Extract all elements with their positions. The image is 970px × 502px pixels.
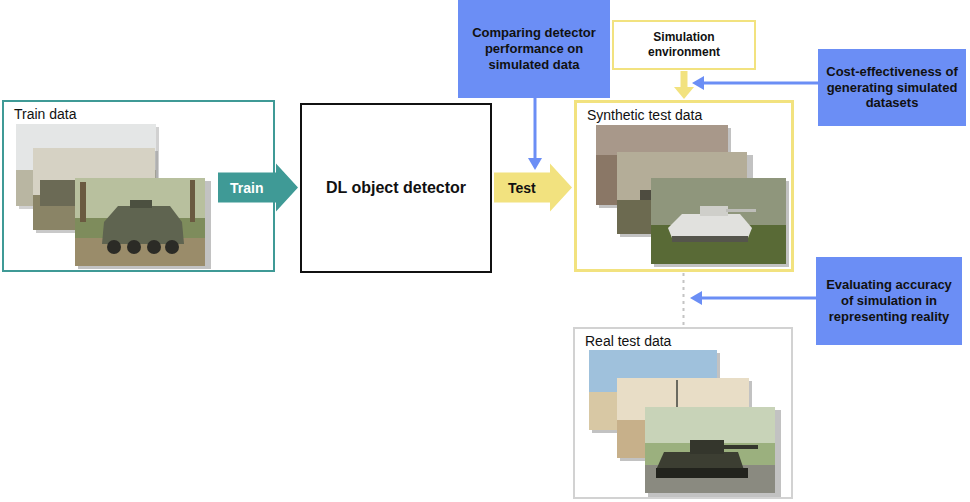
- synthetic-thumbnails: [596, 125, 789, 267]
- box-label: Comparing detector performance on simula…: [465, 25, 603, 73]
- callout-box: Evaluating accuracy of simulation in rep…: [816, 257, 962, 345]
- data-panel: Synthetic test data: [574, 100, 794, 272]
- connector-arrow: [218, 164, 298, 212]
- box-label: DL object detector: [326, 178, 466, 198]
- box-label: Cost-effectiveness of generating simulat…: [825, 64, 959, 112]
- data-panel: Train data: [2, 100, 275, 272]
- callout-box: Comparing detector performance on simula…: [458, 0, 610, 98]
- connector-arrow: [674, 71, 694, 99]
- panel-title: Real test data: [585, 333, 781, 350]
- callout-box: Cost-effectiveness of generating simulat…: [818, 49, 966, 126]
- model-box: DL object detector: [300, 103, 492, 273]
- callout-arrows: [528, 76, 818, 305]
- panel-title: Train data: [14, 106, 263, 123]
- box-label: Simulation environment: [621, 30, 747, 59]
- real-thumbnails: [589, 350, 781, 499]
- data-panel: Real test data: [573, 327, 793, 499]
- environment-box: Simulation environment: [612, 20, 756, 70]
- edge-label: Test: [508, 180, 536, 196]
- edge-label: Train: [230, 180, 263, 196]
- connector-arrow: [683, 273, 684, 326]
- panel-title: Synthetic test data: [587, 107, 781, 124]
- box-label: Evaluating accuracy of simulation in rep…: [823, 277, 955, 325]
- train-thumbnails: [16, 124, 211, 269]
- connector-arrow: [494, 164, 572, 212]
